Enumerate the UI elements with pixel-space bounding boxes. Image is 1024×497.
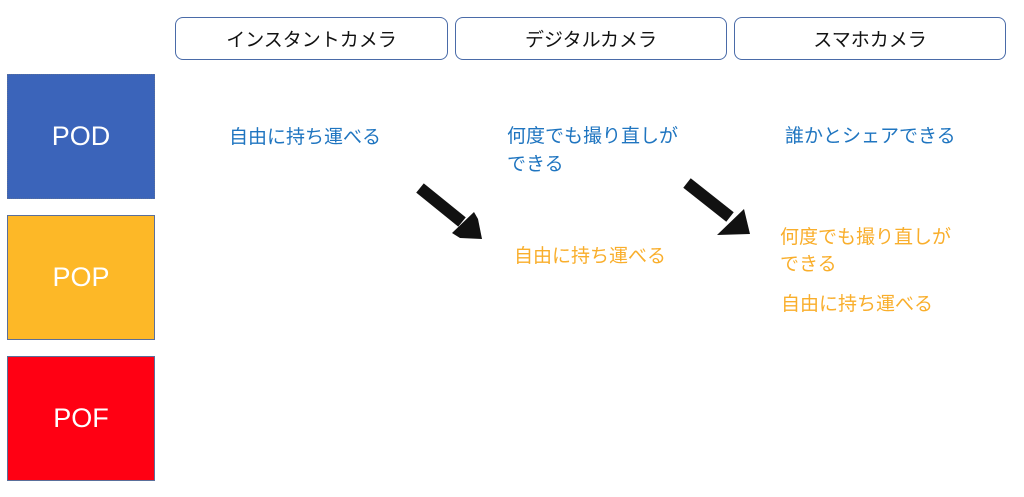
pop-smartphone-text-line1: 何度でも撮り直しが: [780, 226, 952, 248]
row-pod: POD: [7, 74, 155, 199]
arrow-icon-2: [683, 178, 750, 235]
pod-digital-text-line2: できる: [507, 153, 564, 175]
pop-smartphone-text-2: 自由に持ち運べる: [781, 293, 934, 315]
header-instant-camera: インスタントカメラ: [175, 17, 448, 60]
header-smartphone-camera: スマホカメラ: [734, 17, 1006, 60]
pop-smartphone-text-line2: できる: [780, 253, 837, 275]
row-pof: POF: [7, 356, 155, 481]
pod-instant-text: 自由に持ち運べる: [229, 126, 382, 148]
pop-digital-text: 自由に持ち運べる: [514, 245, 667, 267]
pod-smartphone-text: 誰かとシェアできる: [785, 125, 956, 147]
row-pop: POP: [7, 215, 155, 340]
header-digital-camera: デジタルカメラ: [455, 17, 727, 60]
arrow-icon-1: [416, 183, 482, 239]
pod-digital-text-line1: 何度でも撮り直しが: [507, 125, 679, 147]
